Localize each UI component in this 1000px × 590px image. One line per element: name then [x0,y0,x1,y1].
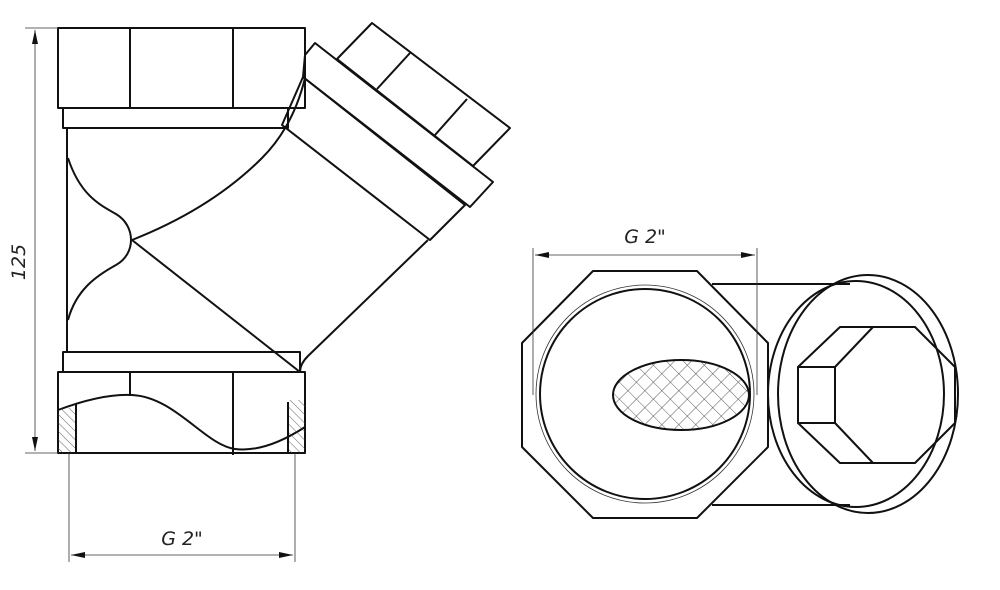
end-thread-label: G 2" [624,226,666,248]
height-dimension-label: 125 [8,244,30,280]
bottom-nut [57,371,306,455]
side-view: 125 G 2" [8,22,511,562]
branch-upper-curve [131,77,306,241]
end-view: G 2" [521,226,959,519]
hex-plug [797,326,956,464]
strainer-mesh [612,359,750,431]
thread-hatch-left [58,408,76,453]
bore-circle [539,288,751,500]
cap-front-ellipse [777,274,959,514]
branch-diagonal [131,239,301,373]
cap-back-ellipse [767,280,945,508]
strainer-cap [336,22,511,167]
branch-collar [281,76,466,241]
side-thread-dimension: G 2" [68,453,296,562]
top-nut [57,27,306,109]
body-bulge [67,157,132,321]
height-dimension: 125 [8,27,58,454]
branch-right-edge [299,239,429,373]
thread-hatch-right [288,400,305,453]
thread-circle [535,284,755,504]
top-collar [62,107,289,129]
side-thread-label: G 2" [161,528,203,550]
octagon-nut [521,270,769,519]
branch-flange [302,42,494,208]
end-thread-dimension: G 2" [532,226,758,395]
bottom-collar [62,351,301,373]
